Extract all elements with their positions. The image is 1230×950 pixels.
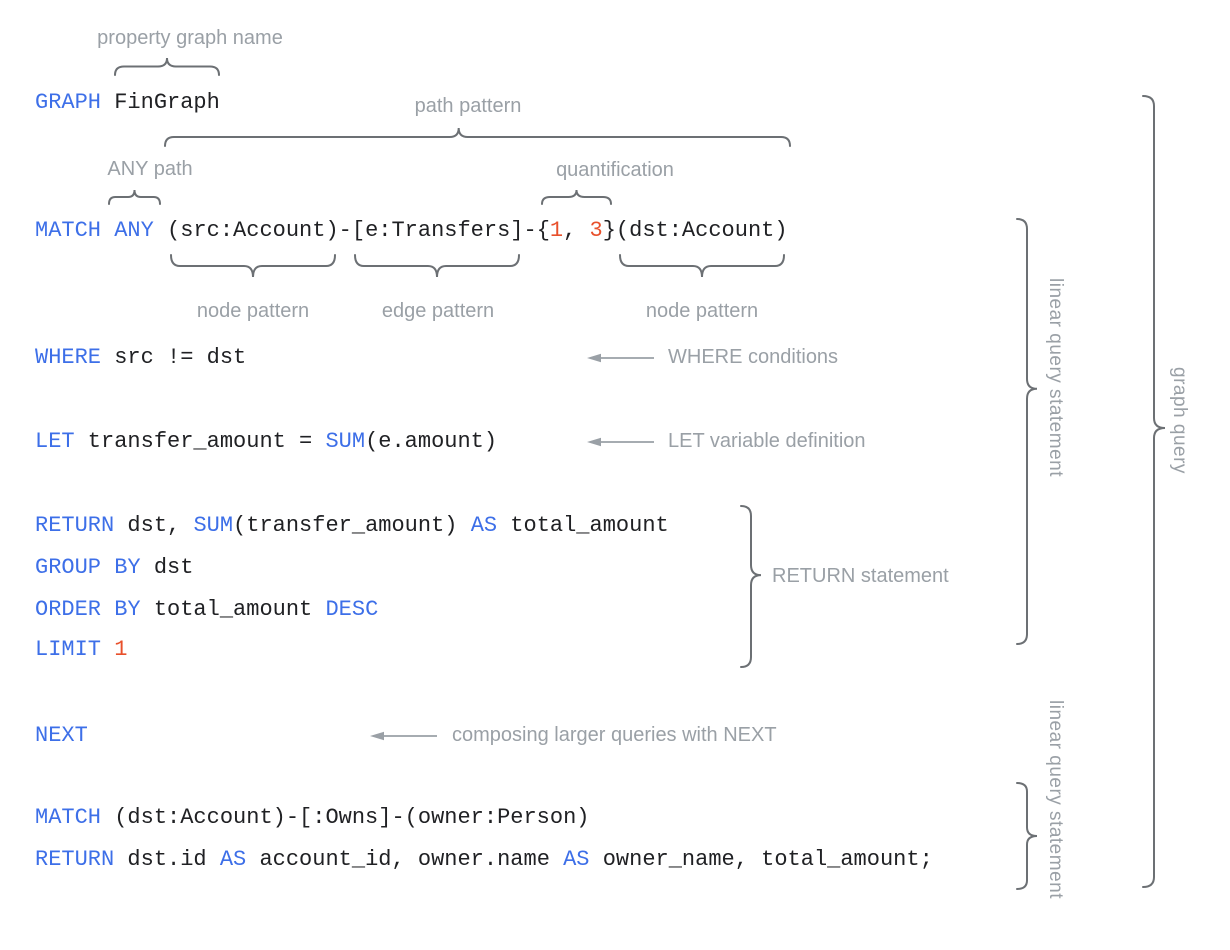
brace-property-graph-name <box>114 57 221 76</box>
brace-edge-pattern <box>354 254 521 278</box>
label-quantification: quantification <box>556 159 674 181</box>
code-line-match-2: MATCH (dst:Account)-[:Owns]-(owner:Perso… <box>35 805 590 830</box>
label-path-pattern: path pattern <box>414 95 522 117</box>
label-let-variable-definition: LET variable definition <box>668 430 866 452</box>
label-linear-query-statement-1: linear query statement <box>1045 278 1066 477</box>
brace-node-pattern-2 <box>618 254 785 278</box>
code-line-return-2: RETURN dst.id AS account_id, owner.name … <box>35 847 933 872</box>
label-property-graph-name: property graph name <box>97 27 283 49</box>
brace-any-path <box>107 189 161 205</box>
code-line-where: WHERE src != dst <box>35 345 247 370</box>
label-return-statement: RETURN statement <box>772 565 949 587</box>
where-arrow-icon <box>587 353 654 363</box>
code-line-order-by: ORDER BY total_amount DESC <box>35 597 379 622</box>
code-line-next: NEXT <box>35 723 88 748</box>
brace-path-pattern <box>164 127 792 147</box>
brace-quantification <box>540 189 612 205</box>
brace-node-pattern-1 <box>169 254 336 278</box>
label-node-pattern-1: node pattern <box>196 300 310 322</box>
label-node-pattern-2: node pattern <box>645 300 759 322</box>
code-line-group-by: GROUP BY dst <box>35 555 194 580</box>
brace-return-statement <box>740 505 762 668</box>
let-arrow-icon <box>587 437 654 447</box>
code-line-return: RETURN dst, SUM(transfer_amount) AS tota… <box>35 513 669 538</box>
next-arrow-icon <box>370 731 437 741</box>
label-any-path: ANY path <box>107 158 193 180</box>
code-line-match-any: MATCH ANY (src:Account)-[e:Transfers]-{1… <box>35 218 788 243</box>
code-line-graph: GRAPH FinGraph <box>35 90 220 115</box>
label-graph-query: graph query <box>1169 367 1190 474</box>
code-line-let: LET transfer_amount = SUM(e.amount) <box>35 429 498 454</box>
brace-linear-query-statement-1 <box>1016 218 1038 645</box>
label-next-note: composing larger queries with NEXT <box>452 724 777 746</box>
label-where-conditions: WHERE conditions <box>668 346 839 368</box>
label-edge-pattern: edge pattern <box>381 300 495 322</box>
code-line-limit: LIMIT 1 <box>35 637 128 662</box>
brace-linear-query-statement-2 <box>1016 782 1038 890</box>
label-linear-query-statement-2: linear query statement <box>1045 700 1066 899</box>
brace-graph-query <box>1142 95 1166 888</box>
